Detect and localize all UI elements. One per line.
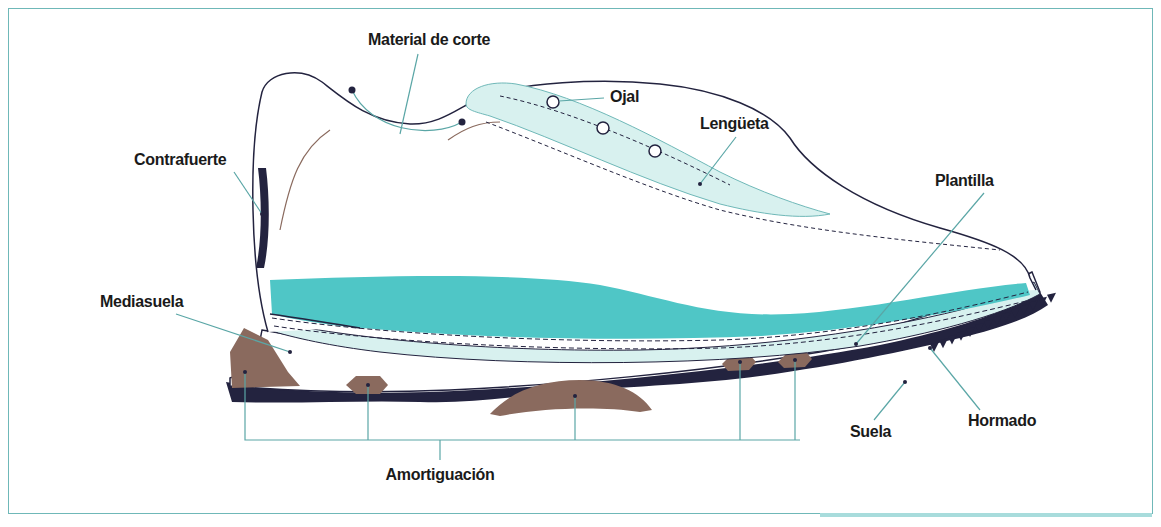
tread-tooth (1047, 293, 1056, 303)
tread-tooth (1020, 304, 1029, 314)
heel-counter (256, 168, 269, 268)
bracket (739, 362, 740, 440)
leader-lines (176, 54, 984, 460)
leader-line (856, 193, 984, 344)
leader-dots (243, 87, 932, 399)
stitch-line (486, 122, 1000, 250)
part-label: Plantilla (935, 172, 994, 190)
bracket (439, 440, 440, 460)
tread-tooth (966, 327, 975, 337)
leader-line (930, 348, 980, 410)
leader-line (874, 382, 905, 420)
leader-line (559, 98, 604, 101)
stitch-line (274, 300, 1030, 349)
part-label: Contrafuerte (134, 151, 226, 169)
part-label: Amortiguación (386, 466, 495, 484)
bracket (245, 372, 800, 440)
leader-line (352, 90, 462, 131)
collar-line (280, 130, 330, 230)
tread-tooth (948, 334, 957, 344)
part-label: Lengüeta (700, 115, 769, 133)
eyelet (649, 145, 661, 157)
tread-tooth (993, 316, 1002, 326)
cushion-heel (230, 328, 300, 388)
leader-line (700, 137, 736, 184)
tread-tooth (1038, 297, 1047, 307)
tread-tooth (939, 338, 948, 348)
tread-tooth (957, 331, 966, 341)
leader-line (176, 314, 290, 352)
frame-accent (820, 513, 1152, 517)
stitch-line (500, 96, 730, 185)
leader-line (234, 172, 262, 214)
leader-line (400, 54, 418, 134)
part-label: Ojal (610, 88, 639, 106)
tread-tooth (1011, 308, 1020, 318)
part-label: Material de corte (368, 31, 490, 49)
tread-tooth (1002, 312, 1011, 322)
part-label: Mediasuela (100, 293, 183, 311)
tongue (466, 83, 830, 216)
tread-tooth (984, 319, 993, 329)
eyelet (597, 122, 609, 134)
part-label: Hormado (968, 412, 1036, 430)
stitch-line (272, 292, 1028, 341)
insole-edge (270, 314, 360, 328)
bracket (367, 385, 368, 440)
part-label: Suela (850, 423, 891, 441)
eyelet (547, 96, 559, 108)
bracket (794, 360, 795, 440)
tread-tooth (975, 323, 984, 333)
tread-tooth (1029, 300, 1038, 310)
cushion-arch (490, 380, 652, 416)
frame (9, 9, 1153, 514)
insole (270, 276, 1030, 339)
bracket (574, 396, 575, 440)
cushion-pod (346, 376, 388, 394)
